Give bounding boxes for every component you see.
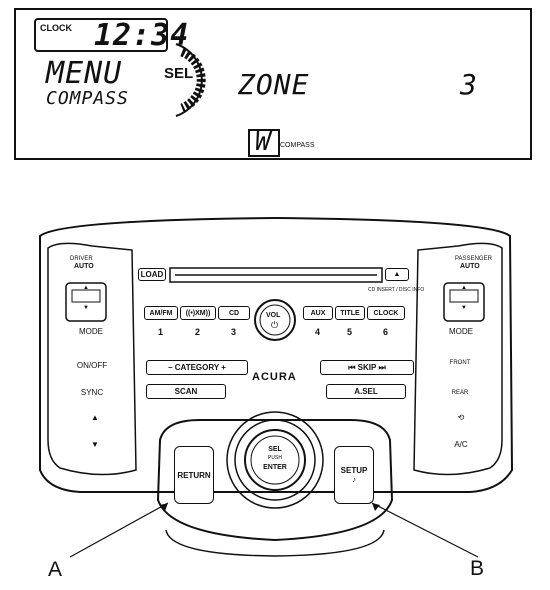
cd-info-label: CD INSERT / DISC INFO [368, 287, 425, 293]
preset-label-6: CLOCK [373, 309, 399, 317]
preset-button-4[interactable]: AUX [303, 306, 333, 320]
driver-auto-button[interactable]: AUTO [74, 263, 94, 270]
preset-button-5[interactable]: TITLE [335, 306, 365, 320]
load-button[interactable]: LOAD [138, 268, 166, 281]
passenger-auto-button[interactable]: AUTO [460, 263, 480, 270]
preset-number-6: 6 [383, 327, 389, 337]
ac-label: A/C [454, 439, 468, 449]
eject-button[interactable]: ▲ [385, 268, 409, 281]
fan-up-label: ▲ [91, 412, 99, 422]
fan-up-button[interactable]: ▲ [80, 410, 110, 424]
compass-label: COMPASS [46, 88, 129, 109]
zone-value: 3 [460, 68, 478, 101]
setup-label: SETUP [340, 466, 368, 475]
on-off-button[interactable]: ON/OFF [72, 354, 112, 376]
clock-label: CLOCK [40, 23, 72, 33]
scan-button[interactable]: SCAN [146, 384, 226, 399]
clock-time: 12:34 [94, 18, 190, 53]
callout-b: B [470, 557, 485, 580]
skip-forward-icon: ⏭ [376, 362, 386, 372]
skip-back-icon: ⏮ [348, 362, 358, 372]
direction-value: W [255, 127, 272, 157]
preset-label-2: ((•)XM)) [185, 309, 211, 317]
eject-icon: ▲ [393, 271, 401, 278]
fan-down-button[interactable]: ▼ [80, 437, 110, 451]
clock-box: CLOCK 12:34 [34, 18, 188, 53]
mode-left-button[interactable]: MODE [66, 324, 116, 338]
mode-right-button[interactable]: MODE [436, 324, 486, 338]
asel-label: A.SEL [354, 387, 378, 396]
lcd-display: CLOCK 12:34 MENU COMPASS SEL ZONE 3 W CO… [14, 8, 532, 160]
front-defrost-label: FRONT [449, 360, 471, 366]
passenger-temp-down-icon[interactable]: ▼ [461, 305, 467, 311]
preset-number-4: 4 [315, 327, 321, 337]
category-label: – CATEGORY + [168, 363, 226, 372]
passenger-label: PASSENGER [455, 256, 492, 262]
category-button[interactable]: – CATEGORY + [146, 360, 248, 375]
menu-label: MENU [46, 56, 123, 91]
sel-label: SEL [164, 65, 194, 82]
direction-box: W [248, 127, 280, 157]
acura-logo: ACURA [252, 371, 297, 383]
preset-button-6[interactable]: CLOCK [367, 306, 405, 320]
fan-down-label: ▼ [91, 439, 99, 449]
on-off-label: ON/OFF [76, 360, 108, 370]
preset-number-2: 2 [195, 327, 201, 337]
sel-enter-bottom: ENTER [263, 464, 287, 471]
sel-enter-mid: PUSH [268, 455, 282, 461]
setup-button[interactable]: SETUP♪ [334, 446, 374, 504]
driver-label: DRIVER [70, 256, 93, 262]
vol-label: VOL [266, 312, 281, 319]
sync-label: SYNC [80, 387, 104, 397]
power-icon[interactable]: ⏻ [271, 320, 279, 330]
return-label: RETURN [177, 470, 211, 480]
sel-dial-arc-icon [175, 43, 206, 117]
skip-button[interactable]: ⏮ SKIP ⏭ [320, 360, 414, 375]
zone-label: ZONE [238, 68, 310, 101]
callout-a: A [48, 558, 63, 581]
preset-label-5: TITLE [340, 309, 360, 317]
scan-label: SCAN [174, 387, 198, 396]
preset-number-3: 3 [231, 327, 237, 337]
passenger-temp-up-icon[interactable]: ▲ [461, 285, 467, 291]
recirculation-button[interactable]: ⟲ [446, 410, 476, 424]
sel-enter-top: SEL [268, 446, 282, 453]
music-note-icon: ♪ [352, 475, 356, 484]
mode-left-label: MODE [79, 326, 103, 336]
preset-label-4: AUX [310, 309, 326, 317]
preset-label-3: CD [228, 309, 240, 317]
sync-button[interactable]: SYNC [72, 384, 112, 400]
return-button[interactable]: RETURN [174, 446, 214, 504]
preset-button-2[interactable]: ((•)XM)) [180, 306, 216, 320]
load-label: LOAD [140, 270, 164, 279]
skip-label: SKIP [357, 363, 377, 372]
ac-button[interactable]: A/C [446, 437, 476, 451]
mode-right-label: MODE [449, 326, 473, 336]
preset-label-1: AM/FM [149, 309, 173, 317]
rear-defrost-button[interactable]: REAR [440, 382, 480, 404]
recirculation-icon: ⟲ [457, 412, 465, 422]
asel-button[interactable]: A.SEL [326, 384, 406, 399]
rear-defrost-label: REAR [451, 390, 469, 396]
driver-temp-down-icon[interactable]: ▼ [83, 305, 89, 311]
preset-button-1[interactable]: AM/FM [144, 306, 178, 320]
front-defrost-button[interactable]: FRONT [440, 352, 480, 374]
compass-small-label: COMPASS [280, 142, 315, 149]
sel-enter-knob[interactable]: SEL PUSH ENTER [253, 445, 297, 472]
driver-temp-up-icon[interactable]: ▲ [83, 285, 89, 291]
preset-number-1: 1 [158, 327, 164, 337]
preset-number-5: 5 [347, 327, 353, 337]
preset-button-3[interactable]: CD [218, 306, 250, 320]
